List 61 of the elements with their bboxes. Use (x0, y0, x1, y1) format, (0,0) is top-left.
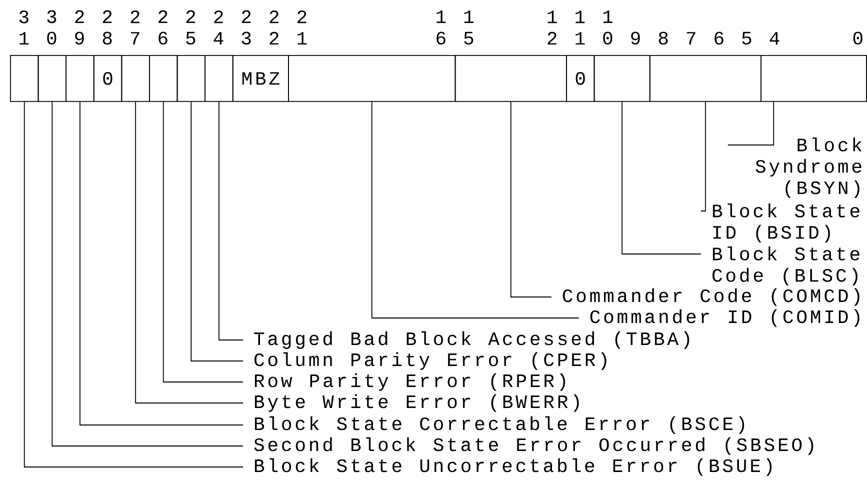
bit-number: 1 0 (603, 10, 612, 45)
bit-number: 2 4 (214, 10, 224, 45)
bit-number: 1 1 (576, 10, 585, 45)
bit-number: 2 7 (130, 10, 140, 45)
register-field: MBZ (232, 55, 289, 102)
leader-line (510, 101, 552, 298)
bit-number: 1 5 (464, 10, 474, 45)
register-field (454, 55, 567, 102)
field-label: Commander Code (COMCD) (562, 288, 860, 306)
bit-number: 1 6 (436, 10, 446, 45)
field-label: Block State ID (BSID) (712, 204, 860, 243)
bit-number: 7 (686, 32, 696, 45)
field-label: Block State Correctable Error (BSCE) (254, 416, 744, 434)
register-field (149, 55, 178, 102)
register-field (10, 55, 39, 102)
register-field (176, 55, 206, 102)
leader-line (700, 101, 706, 212)
bit-number: 1 2 (548, 10, 557, 45)
bit-number: 5 (742, 32, 752, 45)
bit-number: 2 3 (242, 10, 251, 45)
field-label: Row Parity Error (RPER) (254, 373, 566, 391)
field-label: Column Parity Error (CPER) (254, 352, 606, 370)
leader-line (371, 101, 580, 318)
register-field (204, 55, 234, 102)
bit-number: 2 2 (270, 10, 278, 45)
field-label: Byte Write Error (BWERR) (254, 394, 579, 412)
register-field (38, 55, 66, 102)
register-field (66, 55, 94, 102)
leader-line (218, 101, 244, 340)
register-field (760, 55, 867, 102)
field-label: Tagged Bad Block Accessed (TBBA) (254, 331, 690, 349)
bit-number: 2 8 (102, 10, 112, 45)
bit-number: 8 (658, 32, 668, 45)
field-label: Second Block State Error Occurred (SBSEO) (254, 437, 814, 455)
field-label: Commander ID (COMID) (590, 309, 860, 327)
register-field (649, 55, 762, 102)
bit-number: 4 (770, 32, 780, 45)
bit-number: 2 9 (75, 10, 84, 45)
bit-number: 2 1 (298, 10, 307, 45)
leader-line (24, 101, 244, 468)
leader-line (80, 101, 244, 426)
register-field: 0 (566, 55, 595, 102)
leader-line (727, 101, 774, 146)
field-label: Block State Uncorrectable Error (BSUE) (254, 458, 772, 476)
register-field (121, 55, 150, 102)
bit-number: 9 (631, 32, 640, 45)
leader-line (190, 101, 244, 362)
field-label: Block State Code (BLSC) (712, 246, 860, 286)
leader-line (162, 101, 244, 382)
bit-number: 2 5 (186, 10, 196, 45)
bit-number: 3 0 (47, 10, 56, 45)
bit-number: 3 1 (19, 10, 29, 45)
leader-line (52, 101, 244, 446)
leader-line (135, 101, 244, 404)
register-field (288, 55, 456, 102)
field-label: Block Syndrome (BSYN) (756, 138, 862, 198)
register-field (594, 55, 650, 102)
bit-number: 2 6 (158, 10, 168, 45)
register-field: 0 (93, 55, 122, 102)
bit-number: 6 (714, 32, 724, 45)
leader-line (622, 101, 702, 254)
